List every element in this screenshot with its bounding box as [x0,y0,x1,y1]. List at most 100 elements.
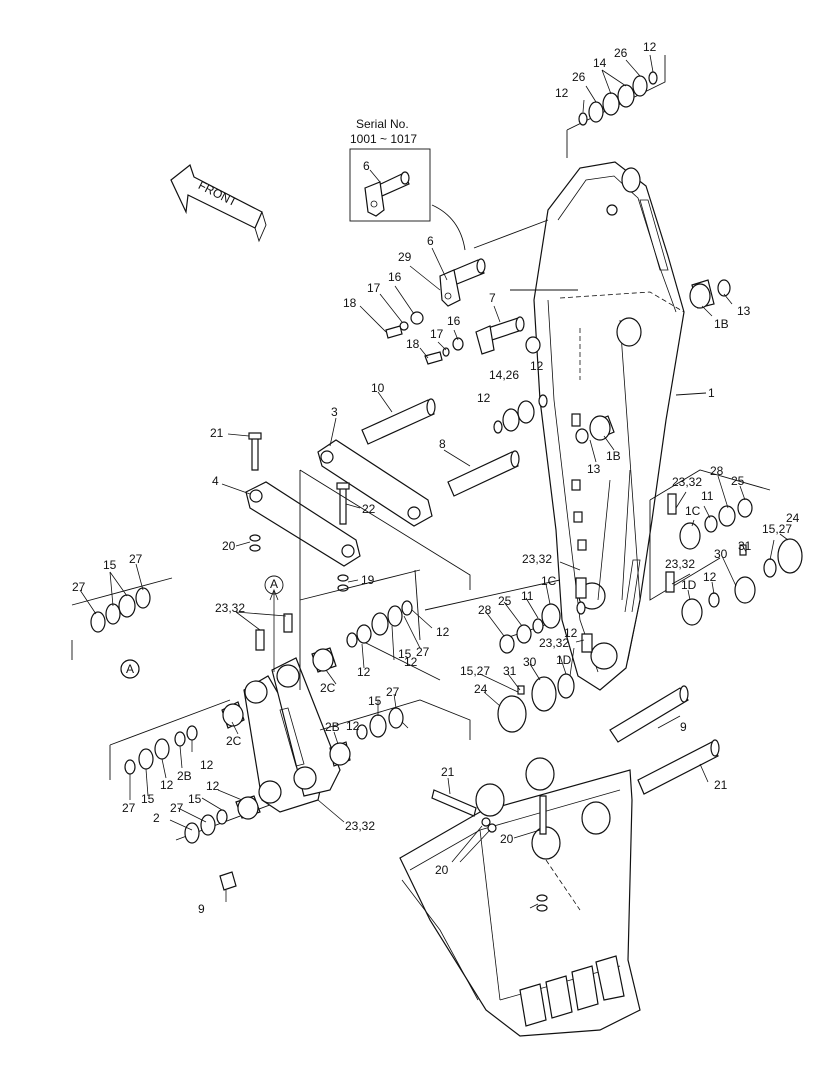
callout: 2B [325,720,340,734]
callout: 12 [703,570,717,584]
callout: 23,32 [345,819,375,833]
callout: 12 [160,778,174,792]
callout: 12 [206,779,220,793]
callout: 8 [439,437,446,451]
callout: 27 [170,801,184,815]
callout: 2C [226,734,242,748]
callout: 1B [606,449,621,463]
pin-10 [361,398,436,445]
serial-number-range: 1001 ~ 1017 [350,132,417,146]
leader-lines [79,54,789,909]
callout: 27 [122,801,136,815]
callout: 15,27 [460,664,490,678]
callout: 22 [362,502,376,516]
callout: 30 [714,547,728,561]
callout: 1C [685,504,701,518]
callout: 19 [361,573,375,587]
callout: 4 [212,474,219,488]
callout: 25 [731,474,745,488]
callout: 20 [222,539,236,553]
callout: 12 [404,655,418,669]
callout: 23,32 [522,552,552,566]
callout: 14,26 [489,368,519,382]
callout: 12 [200,758,214,772]
callout: 26 [614,46,628,60]
serial-number-heading: Serial No. [356,117,409,131]
link-2 [243,588,341,813]
callout: 1C [541,574,557,588]
callout: 6 [427,234,434,248]
bushing-1b-upper [689,279,731,309]
callout: 12 [643,40,657,54]
link-4 [245,481,361,567]
callout: 16 [447,314,461,328]
callout: A [126,662,134,676]
right-parts-lower [424,577,593,733]
callout: 12 [346,719,360,733]
callout: 9 [680,720,687,734]
callout: 13 [737,304,751,318]
callout: 23,32 [672,475,702,489]
callout: 12 [436,625,450,639]
callout: 27 [386,685,400,699]
callout: 25 [498,594,512,608]
callout: 30 [523,655,537,669]
link-3 [317,439,433,527]
callout: 1D [681,578,697,592]
callout: 11 [521,589,534,603]
callout: 11 [701,489,714,503]
callout: 12 [357,665,371,679]
callout: 20 [500,832,514,846]
callout: 12 [555,86,569,100]
callout-labels: 12 26 14 26 12 6 6 29 16 17 18 7 16 17 1… [72,40,800,916]
callout: 15 [188,792,202,806]
bucket [399,757,641,1037]
callout: 31 [738,539,752,553]
callout: 24 [786,511,800,525]
pin-9-lower [637,739,720,795]
callout: 28 [710,464,724,478]
callout: 1B [714,317,729,331]
callout: 21 [441,765,455,779]
front-arrow: FRONT [170,163,267,243]
right-parts-upper [649,469,803,626]
top-washer-stack [566,55,666,158]
pin-9-upper [609,685,689,743]
callout: 26 [572,70,586,84]
callout: 18 [343,296,357,310]
pin-8 [447,450,520,497]
callout: 12 [530,359,544,373]
callout: 12 [564,626,578,640]
left-parts [71,577,311,891]
callout: 28 [478,603,492,617]
callout: 20 [435,863,449,877]
callout: 14 [593,56,607,70]
callout: 31 [503,664,517,678]
callout: 9 [198,902,205,916]
callout: 24 [474,682,488,696]
callout: 13 [587,462,601,476]
callout: 7 [489,291,496,305]
callout: 23,32 [665,557,695,571]
callout: 17 [367,281,381,295]
pin-7 [475,316,525,355]
callout: 15 [398,647,412,661]
serial-inset: Serial No. 1001 ~ 1017 [349,117,431,222]
callout: 27 [416,645,430,659]
callout: 15 [368,694,382,708]
callout: 1D [556,653,572,667]
callout: 2B [177,769,192,783]
callout: 27 [129,552,143,566]
callout: 15,27 [762,522,792,536]
callout: 1 [708,386,715,400]
callout: 18 [406,337,420,351]
callout: 27 [72,580,86,594]
callout: A [270,577,278,591]
callout: 23,32 [215,601,245,615]
callout: 17 [430,327,444,341]
callout: 21 [210,426,224,440]
callout: 23,32 [539,636,569,650]
callout: 29 [398,250,412,264]
callout: 2 [153,811,160,825]
